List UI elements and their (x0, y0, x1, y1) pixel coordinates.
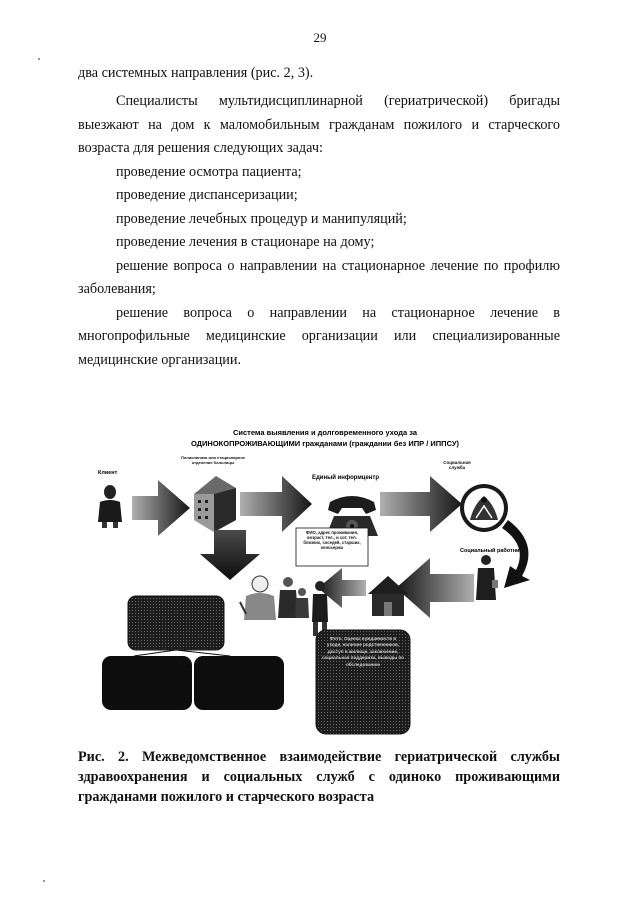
arrow-house-to-people (318, 568, 366, 608)
social-service-emblem-icon (460, 484, 508, 532)
body-text-main: Специалисты мультидисциплинарной (гериат… (78, 90, 560, 372)
diagram-title-line2: ОДИНОКОПРОЖИВАЮЩИМИ гражданами (граждани… (191, 439, 460, 448)
dotted-info-box-content: Фото. Оценка нуждаемости в уходе, наличи… (322, 636, 404, 667)
arrow-info-center-to-social-service (380, 476, 462, 532)
task-item: проведение осмотра пациента; (116, 163, 302, 180)
arrow-clinic-to-info-center (240, 476, 312, 532)
arrow-down-to-assessment (200, 530, 260, 580)
house-icon (368, 576, 408, 616)
info-note-content: ФИО, адрес проживания, возраст, тел., и … (303, 530, 361, 550)
task-item: проведение лечения в стационаре на дому; (116, 234, 375, 250)
scan-speck (43, 880, 45, 882)
label-info-center: Единый информцентр (312, 474, 379, 481)
figure-caption: Рис. 2. Межведомственное взаимодействие … (78, 749, 560, 805)
scan-speck (38, 58, 40, 60)
arrow-client-to-clinic (132, 480, 190, 536)
task-item: решение вопроса о направлении на стацион… (78, 257, 560, 298)
dark-box-bottom-right (194, 656, 284, 710)
clinic-building-icon (194, 476, 236, 532)
body-text-top: два системных направления (рис. 2, 3). (78, 62, 560, 86)
client-figure-icon (98, 485, 122, 528)
social-worker-figure-icon (476, 555, 498, 600)
info-note-text: ФИО, адрес проживания, возраст, тел., и … (303, 530, 361, 550)
dotted-info-box (315, 629, 411, 735)
task-item: проведение диспансеризации; (116, 187, 298, 203)
elderly-group-icon (239, 575, 309, 620)
label-client: Клиент (98, 470, 118, 476)
label-social-worker: Социальный работник (460, 547, 522, 554)
page-number: 29 (313, 30, 327, 45)
paragraph-intro: Специалисты мультидисциплинарной (гериат… (78, 93, 560, 156)
connector-right (175, 649, 231, 657)
paragraph-continuation: два системных направления (рис. 2, 3). (78, 65, 314, 81)
dark-box-assessment (127, 595, 225, 651)
diagram-canvas: Система выявления и долговременного уход… (98, 428, 530, 735)
task-item: проведение лечебных процедур и манипуляц… (116, 210, 407, 227)
label-clinic: Поликлиника или стационарное отделение б… (181, 456, 245, 465)
diagram-title-line1: Система выявления и долговременного уход… (233, 428, 418, 437)
info-note-box (295, 527, 369, 567)
label-clinic-box: Поликлиника или стационарное отделение б… (181, 456, 245, 465)
man-figure-icon (312, 581, 328, 636)
arrow-social-worker-to-house (396, 558, 474, 618)
arrow-curved-social-service-down (502, 520, 530, 588)
task-item: решение вопроса о направлении на стацион… (78, 304, 560, 368)
dark-box-bottom-left (102, 656, 192, 710)
connector-left (133, 649, 177, 657)
interaction-diagram: Система выявления и долговременного уход… (90, 424, 560, 744)
label-social-service: Социальная служба (443, 460, 471, 470)
label-social-service-box: Социальная служба (443, 460, 471, 470)
dotted-info-box-text: Фото. Оценка нуждаемости в уходе, наличи… (322, 636, 404, 667)
